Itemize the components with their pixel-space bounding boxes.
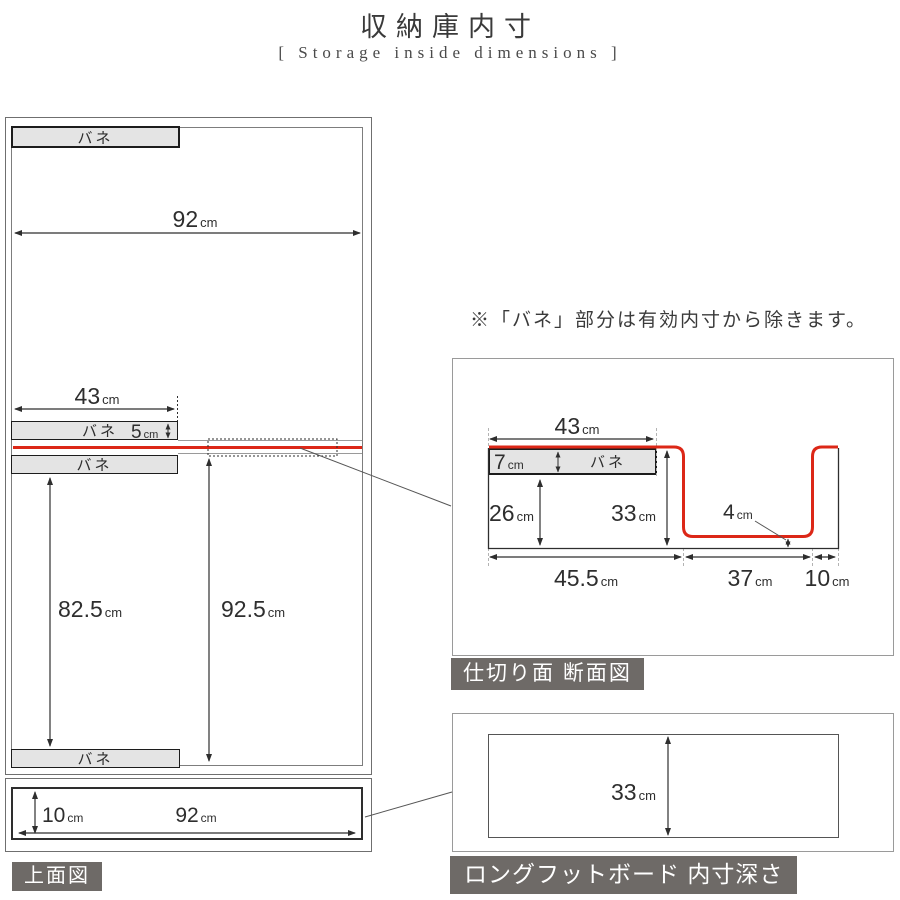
bane-label: バネ [77, 129, 114, 147]
section-view-box [452, 358, 894, 656]
bane-label: バネ [77, 751, 114, 768]
bane-label: バネ [590, 454, 627, 471]
footboard-depth-rect [488, 734, 839, 838]
bane-bar-bottom: バネ [11, 749, 180, 768]
page-subtitle: [ Storage inside dimensions ] [278, 43, 622, 62]
bane-bar-middle-upper: バネ [11, 421, 178, 440]
footboard-depth-box [452, 713, 894, 852]
label-top-view: 上面図 [12, 862, 102, 891]
bane-bar-top: バネ [11, 126, 180, 148]
bane-bar-middle-lower: バネ [11, 455, 178, 474]
bane-label: バネ [82, 423, 119, 440]
top-view-footboard-rect [11, 787, 363, 840]
label-footboard-depth: ロングフットボード 内寸深さ [450, 856, 798, 894]
page-title: 収納庫内寸 [360, 12, 540, 42]
bane-label: バネ [76, 457, 113, 474]
top-view-outer-box [5, 117, 372, 775]
top-view-inner-rect [11, 127, 363, 766]
label-section-view: 仕切り面 断面図 [451, 658, 644, 690]
bane-note: ※「バネ」部分は有効内寸から除きます。 [469, 310, 868, 331]
